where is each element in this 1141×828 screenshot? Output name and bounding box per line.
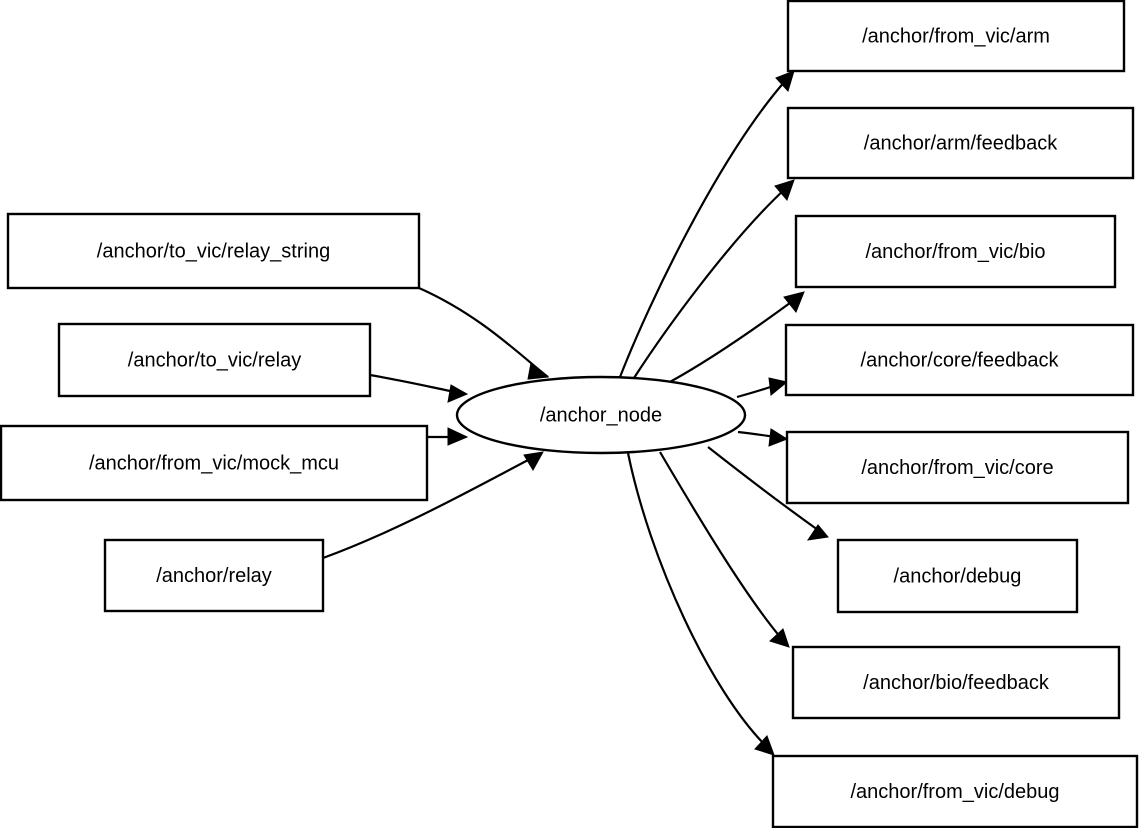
node-box[interactable]	[6, 212, 421, 290]
node-label: /anchor/bio/feedback	[863, 672, 1050, 694]
topic-node-core_feedback[interactable]: /anchor/core/feedback	[784, 323, 1135, 397]
node-box[interactable]	[785, 430, 1130, 505]
topic-node-debug[interactable]: /anchor/debug	[836, 538, 1079, 614]
graph-edge	[659, 451, 790, 648]
edge-line	[369, 373, 456, 394]
arrowhead-icon	[754, 735, 775, 756]
topic-node-from_vic_debug[interactable]: /anchor/from_vic/debug	[771, 754, 1139, 828]
node-box[interactable]	[57, 322, 372, 398]
arrowhead-icon	[768, 377, 789, 396]
graph-edge	[322, 451, 544, 560]
graph-edge	[369, 373, 469, 403]
graph-edge	[633, 179, 795, 379]
edge-line	[633, 187, 787, 379]
node-label: /anchor/debug	[894, 565, 1022, 587]
arrowhead-icon	[783, 291, 805, 313]
edge-line	[618, 79, 787, 378]
edges-layer	[322, 70, 829, 756]
topic-node-from_vic_mock_mcu[interactable]: /anchor/from_vic/mock_mcu	[0, 424, 429, 502]
topic-node-from_vic_bio[interactable]: /anchor/from_vic/bio	[794, 214, 1117, 289]
node-box[interactable]	[103, 538, 325, 613]
node-label: /anchor/to_vic/relay	[128, 349, 301, 371]
graph-edge	[427, 427, 469, 446]
graph-edge	[626, 452, 775, 756]
graph-edge	[707, 446, 829, 541]
node-label: /anchor/arm/feedback	[864, 132, 1058, 154]
arrowhead-icon	[775, 70, 795, 92]
graph-edge	[618, 70, 795, 378]
node-box[interactable]	[786, 0, 1126, 73]
graph-edge	[737, 428, 789, 447]
node-label: /anchor/core/feedback	[861, 349, 1060, 371]
edge-line	[418, 286, 549, 378]
graph-edge	[418, 286, 550, 380]
center-node-anchor_node[interactable]: /anchor_node	[455, 375, 747, 455]
arrowhead-icon	[523, 451, 544, 471]
center-node-label: /anchor_node	[540, 404, 662, 426]
node-label: /anchor/from_vic/mock_mcu	[89, 452, 339, 474]
topic-node-relay[interactable]: /anchor/relay	[103, 538, 325, 613]
node-label: /anchor/relay	[156, 565, 272, 587]
node-box[interactable]	[794, 214, 1117, 289]
topic-node-bio_feedback[interactable]: /anchor/bio/feedback	[791, 645, 1121, 720]
arrowhead-icon	[806, 524, 829, 541]
arrowhead-icon	[447, 427, 469, 446]
arrowhead-icon	[769, 628, 790, 648]
graph-edge	[736, 377, 789, 399]
node-label: /anchor/to_vic/relay_string	[97, 240, 330, 262]
edge-line	[707, 446, 819, 531]
edge-line	[322, 457, 533, 560]
node-box[interactable]	[836, 538, 1079, 614]
graph-edge	[667, 291, 805, 384]
edge-line	[659, 451, 782, 639]
edge-line	[667, 299, 795, 384]
topic-node-to_vic_relay[interactable]: /anchor/to_vic/relay	[57, 322, 372, 398]
node-label: /anchor/from_vic/bio	[865, 241, 1045, 263]
node-label: /anchor/from_vic/debug	[850, 781, 1059, 803]
topic-node-to_vic_relay_string[interactable]: /anchor/to_vic/relay_string	[6, 212, 421, 290]
topic-node-from_vic_core[interactable]: /anchor/from_vic/core	[785, 430, 1130, 505]
node-label: /anchor/from_vic/core	[861, 457, 1053, 479]
topic-node-arm_feedback[interactable]: /anchor/arm/feedback	[786, 106, 1135, 180]
arrowhead-icon	[768, 428, 789, 447]
node-label: /anchor/from_vic/arm	[862, 25, 1050, 47]
edge-line	[626, 452, 767, 747]
node-ellipse[interactable]	[455, 375, 747, 455]
node-box[interactable]	[771, 754, 1139, 828]
arrowhead-icon	[447, 384, 469, 403]
topic-node-from_vic_arm[interactable]: /anchor/from_vic/arm	[786, 0, 1126, 73]
node-box[interactable]	[786, 106, 1135, 180]
arrowhead-icon	[774, 179, 795, 201]
arrowhead-icon	[527, 362, 550, 380]
node-box[interactable]	[791, 645, 1121, 720]
node-box[interactable]	[0, 424, 429, 502]
node-box[interactable]	[784, 323, 1135, 397]
